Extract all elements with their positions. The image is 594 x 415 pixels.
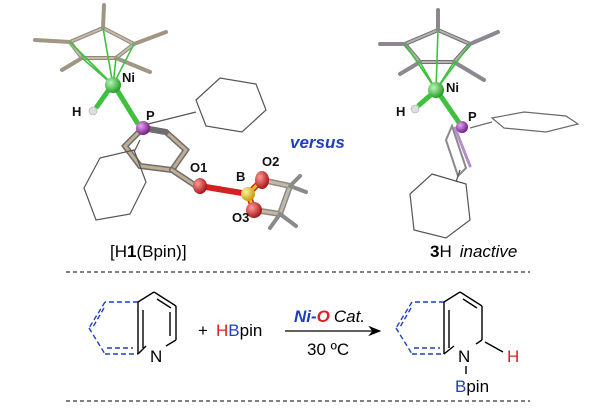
temperature-label: 30 ºC — [307, 340, 349, 359]
ni-atom-left — [105, 77, 121, 93]
phenyl-ring-right — [469, 111, 580, 133]
caption-left: [H1(Bpin)] — [110, 242, 187, 261]
plus-sign: + — [198, 321, 208, 340]
o1-atom-left — [193, 178, 207, 194]
cp-star-ring-left — [33, 3, 168, 74]
bpin-group-left — [197, 174, 308, 230]
aryl-backbone-left — [121, 124, 199, 189]
o2-atom-left — [255, 171, 269, 189]
product-n-label: N — [458, 347, 470, 366]
label-ni-left: Ni — [122, 70, 135, 85]
label-o2-left: O2 — [262, 154, 279, 169]
ni-atom-right — [428, 82, 444, 98]
label-p-right: P — [468, 109, 477, 124]
h-atom-right — [410, 104, 420, 114]
label-b-left: B — [236, 169, 245, 184]
ni-h-bond-left — [93, 86, 113, 110]
label-ni-right: Ni — [446, 80, 459, 95]
label-h-left: H — [72, 104, 81, 119]
substrate-quinoline — [88, 291, 177, 355]
label-o3-left: O3 — [232, 210, 249, 225]
cyclohexyl-ring-right — [409, 173, 471, 239]
p-atom-left — [136, 121, 150, 135]
cp-star-ring-right — [378, 8, 500, 82]
phenyl-ring-left — [195, 77, 267, 133]
label-h-right: H — [396, 104, 405, 119]
ni-p-bond-left — [114, 88, 141, 126]
cyclohexyl-ring-left — [83, 149, 147, 221]
p-phenyl-bond-left — [147, 111, 197, 125]
h-atom-left — [88, 106, 98, 116]
label-p-left: P — [146, 108, 155, 123]
label-o1-left: O1 — [190, 160, 207, 175]
aryl-edge-right — [444, 123, 472, 178]
product-dihydroquinoline — [395, 291, 504, 374]
reagent-hbpin: HBpin — [216, 321, 262, 340]
substrate-n-label: N — [150, 347, 162, 366]
product-h-label: H — [507, 347, 519, 366]
o3-atom-left — [246, 202, 262, 218]
versus-label: versus — [290, 133, 345, 152]
ni-p-bond-right — [437, 93, 463, 126]
product-bpin-label: Bpin — [455, 377, 489, 396]
p-atom-right — [456, 121, 468, 133]
structure-left: Ni H P O1 B O2 O3 [H1(Bpin)] — [33, 3, 308, 261]
b-atom-left — [241, 187, 255, 201]
